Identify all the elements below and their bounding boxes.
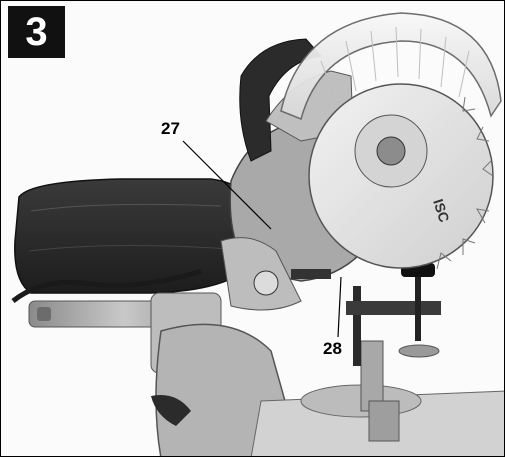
- dust-bag-fold: [28, 244, 232, 252]
- head-lock-bar: [291, 269, 331, 279]
- pivot-bolt: [253, 270, 279, 296]
- guard-ribs: [320, 26, 470, 102]
- clamp-screw: [415, 271, 421, 341]
- dust-bag: [14, 178, 257, 294]
- figure-number-badge: 3: [8, 6, 65, 58]
- leader-line-27: [182, 140, 272, 230]
- blade-teeth: [436, 96, 494, 270]
- fence-block: [368, 400, 400, 442]
- leader-line-28: [337, 276, 342, 338]
- lock-lever: [151, 395, 191, 426]
- clamp-rod: [353, 286, 361, 366]
- blade-brand: ISC: [430, 197, 452, 224]
- power-cord: [11, 268, 202, 303]
- clamp-foot: [398, 344, 440, 358]
- dust-bag-fold: [30, 203, 222, 212]
- callout-label-27: 27: [161, 119, 180, 138]
- clamp-arm: [346, 301, 441, 315]
- saw-handle: [239, 38, 322, 162]
- arbor-bolt: [376, 136, 406, 166]
- callout-label-28: 28: [323, 339, 342, 358]
- rail-end-cap: [37, 307, 51, 321]
